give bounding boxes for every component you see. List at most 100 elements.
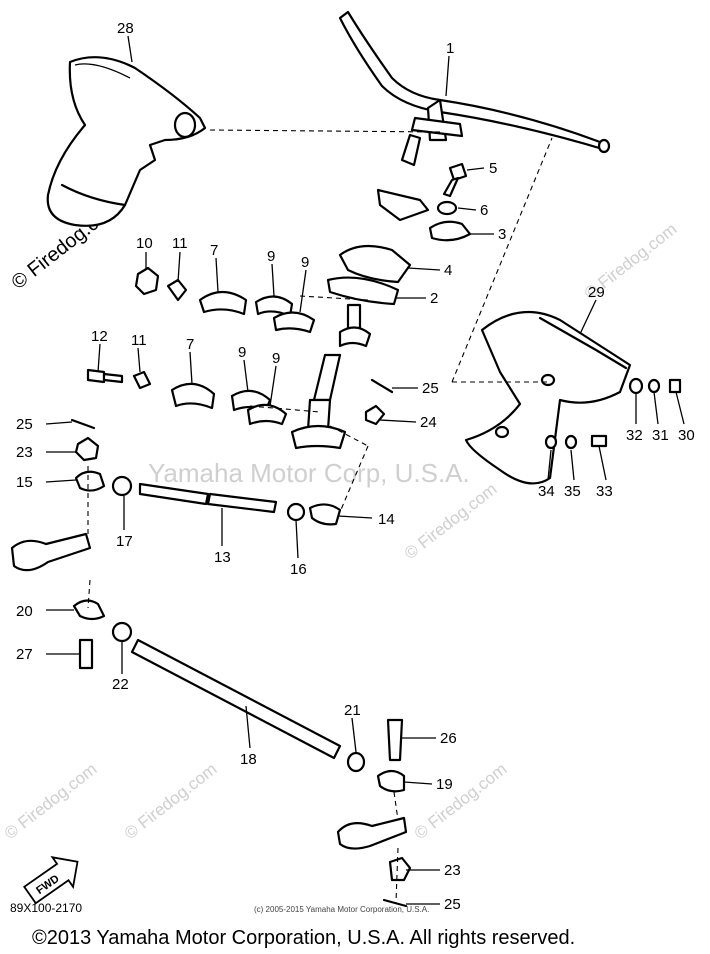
screw-part <box>668 378 682 394</box>
part-label: 9 <box>272 350 280 367</box>
lock-washer-part <box>166 278 188 302</box>
part-label: 7 <box>210 242 218 259</box>
reference-line <box>395 847 399 903</box>
copyright-notice: ©2013 Yamaha Motor Corporation, U.S.A. A… <box>32 927 575 949</box>
part-label: 33 <box>596 483 613 500</box>
washer-part <box>436 200 458 216</box>
bolt-part <box>386 718 404 762</box>
reference-line <box>329 425 369 447</box>
grommet-part <box>647 378 661 394</box>
part-label: 32 <box>626 427 643 444</box>
clamp-part <box>170 382 216 410</box>
part-label: 2 <box>430 290 438 307</box>
clamp-part <box>198 290 248 316</box>
ball-joint-part <box>376 769 406 793</box>
handlebar-part <box>338 10 611 222</box>
lock-washer-part <box>132 370 152 390</box>
part-label: 7 <box>186 336 194 353</box>
part-label: 10 <box>136 235 153 252</box>
steering-arm-part <box>10 532 92 572</box>
castle-nut-part <box>74 436 100 462</box>
part-label: 3 <box>498 226 506 243</box>
part-label: 14 <box>378 511 395 528</box>
part-label: 17 <box>116 533 133 550</box>
part-label: 16 <box>290 561 307 578</box>
part-label: 21 <box>344 702 361 719</box>
part-label: 29 <box>588 284 605 301</box>
part-label: 22 <box>112 676 129 693</box>
cotter-pin-part <box>382 898 408 908</box>
reference-line <box>209 129 441 133</box>
nut-part <box>134 266 160 296</box>
bolt-shaft-part <box>102 372 124 384</box>
part-label: 35 <box>564 483 581 500</box>
part-label: 11 <box>131 332 147 349</box>
part-label: 12 <box>91 328 108 345</box>
reference-line <box>451 137 553 383</box>
part-label: 20 <box>16 603 33 620</box>
steering-arm-part <box>336 816 408 850</box>
part-label: 25 <box>16 416 33 433</box>
watermark-tile: © Firedog.com <box>1 759 101 843</box>
part-label: 6 <box>480 202 488 219</box>
part-label: 23 <box>16 444 33 461</box>
ball-joint-part <box>72 599 106 621</box>
part-label: 26 <box>440 730 457 747</box>
part-label: 25 <box>444 896 461 913</box>
part-label: 30 <box>678 427 695 444</box>
washer-part <box>628 377 644 395</box>
part-label: 9 <box>238 344 246 361</box>
castle-nut-part <box>364 404 386 426</box>
part-number-labels: 28 1 5 6 3 4 2 10 11 7 9 9 12 11 7 9 9 2… <box>16 20 695 913</box>
part-label: 25 <box>422 380 439 397</box>
part-label: 19 <box>436 776 453 793</box>
ball-joint-part <box>308 503 342 526</box>
reference-line <box>393 791 399 821</box>
small-copyright: (c) 2005-2015 Yamaha Motor Corporation, … <box>254 905 429 914</box>
part-label: 24 <box>420 414 437 431</box>
cotter-pin-part <box>370 378 394 394</box>
part-label: 15 <box>16 474 33 491</box>
bolt-part <box>442 162 468 198</box>
bolt-part <box>78 638 94 670</box>
watermark-tile: © Firedog.com <box>121 759 221 843</box>
washer-part <box>544 434 558 450</box>
ball-joint-part <box>74 470 106 492</box>
diagram-code: 89X100-2170 <box>10 901 82 915</box>
part-label: 5 <box>489 160 497 177</box>
tie-rod-part <box>138 482 210 506</box>
reference-line <box>249 405 321 413</box>
reference-line <box>339 445 369 513</box>
lower-holder-part <box>326 276 400 306</box>
part-label: 31 <box>652 427 669 444</box>
watermark-main: Yamaha Motor Corp, U.S.A. <box>148 458 470 488</box>
bushing-part <box>246 403 288 426</box>
locknut-part <box>286 502 306 522</box>
locknut-part <box>346 751 366 773</box>
leader-lines <box>45 35 685 905</box>
part-label: 9 <box>301 254 309 271</box>
hand-grip-part <box>46 56 207 227</box>
steering-column-part <box>290 303 372 450</box>
reference-line <box>299 295 369 301</box>
clamp-part <box>428 220 472 242</box>
part-label: 9 <box>267 248 275 265</box>
part-label: 27 <box>16 646 33 663</box>
long-tie-rod-part <box>130 638 342 760</box>
cotter-pin-part <box>70 418 96 430</box>
locknut-part <box>111 475 133 497</box>
grommet-part <box>564 434 578 450</box>
tie-rod-part <box>206 492 278 514</box>
part-label: 1 <box>446 40 454 57</box>
screw-part <box>590 434 608 448</box>
upper-holder-part <box>338 244 412 284</box>
bolt-part <box>86 368 106 384</box>
part-label: 11 <box>172 235 188 252</box>
part-label: 23 <box>444 862 461 879</box>
steering-cover-part <box>464 310 632 485</box>
reference-line <box>87 579 91 609</box>
locknut-part <box>111 621 133 643</box>
part-label: 4 <box>444 262 452 279</box>
watermark-tile: © Firedog.com <box>401 479 501 563</box>
